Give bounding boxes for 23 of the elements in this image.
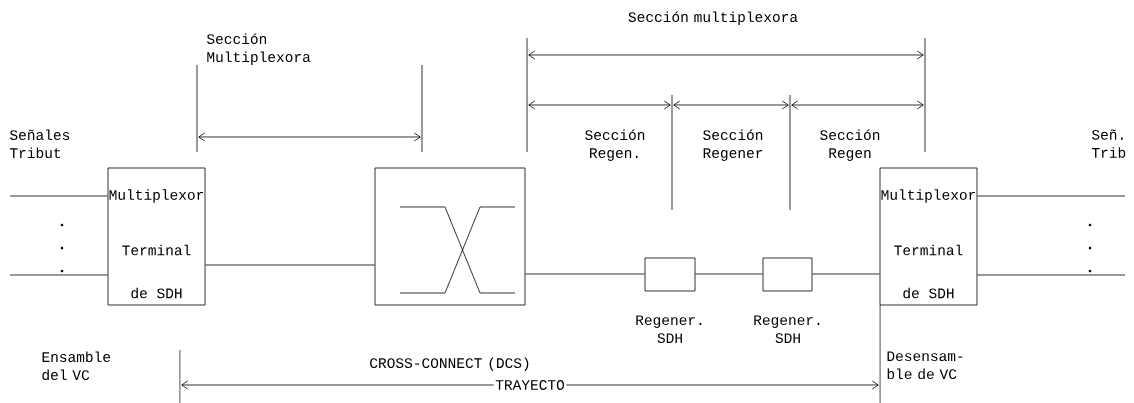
- text-label: Desensam- ble de VC: [885, 350, 967, 381]
- connector-line: [9, 195, 109, 197]
- text-label: Señ. Trib: [1090, 128, 1129, 159]
- text-label: Sección Multiplexora: [205, 32, 313, 66]
- text-label: Sección Regen.: [583, 128, 647, 162]
- process-box: Multiplexor Terminal de SDH: [879, 167, 978, 306]
- connector-line: [812, 273, 880, 275]
- connector-line: [695, 273, 763, 275]
- text-label: Sección Regener: [701, 128, 765, 162]
- connector-line: [977, 195, 1126, 197]
- node-caption: CROSS-CONNECT (DCS): [370, 357, 529, 371]
- text-label: Ensamble del VC: [40, 350, 113, 382]
- connector-line: [525, 273, 645, 275]
- text-label: TRAYECTO: [493, 379, 567, 391]
- connector-line: [205, 264, 375, 266]
- process-box: Multiplexor Terminal de SDH: [107, 167, 206, 306]
- node-caption: Regener. SDH: [754, 315, 820, 344]
- text-label: Sección Regen: [818, 128, 882, 162]
- text-label: Señales Tribut: [8, 128, 73, 160]
- connector-line: [977, 274, 1126, 276]
- text-label: Sección multiplexora: [624, 10, 802, 26]
- node-caption: Regener. SDH: [636, 315, 702, 344]
- connector-line: [9, 274, 109, 276]
